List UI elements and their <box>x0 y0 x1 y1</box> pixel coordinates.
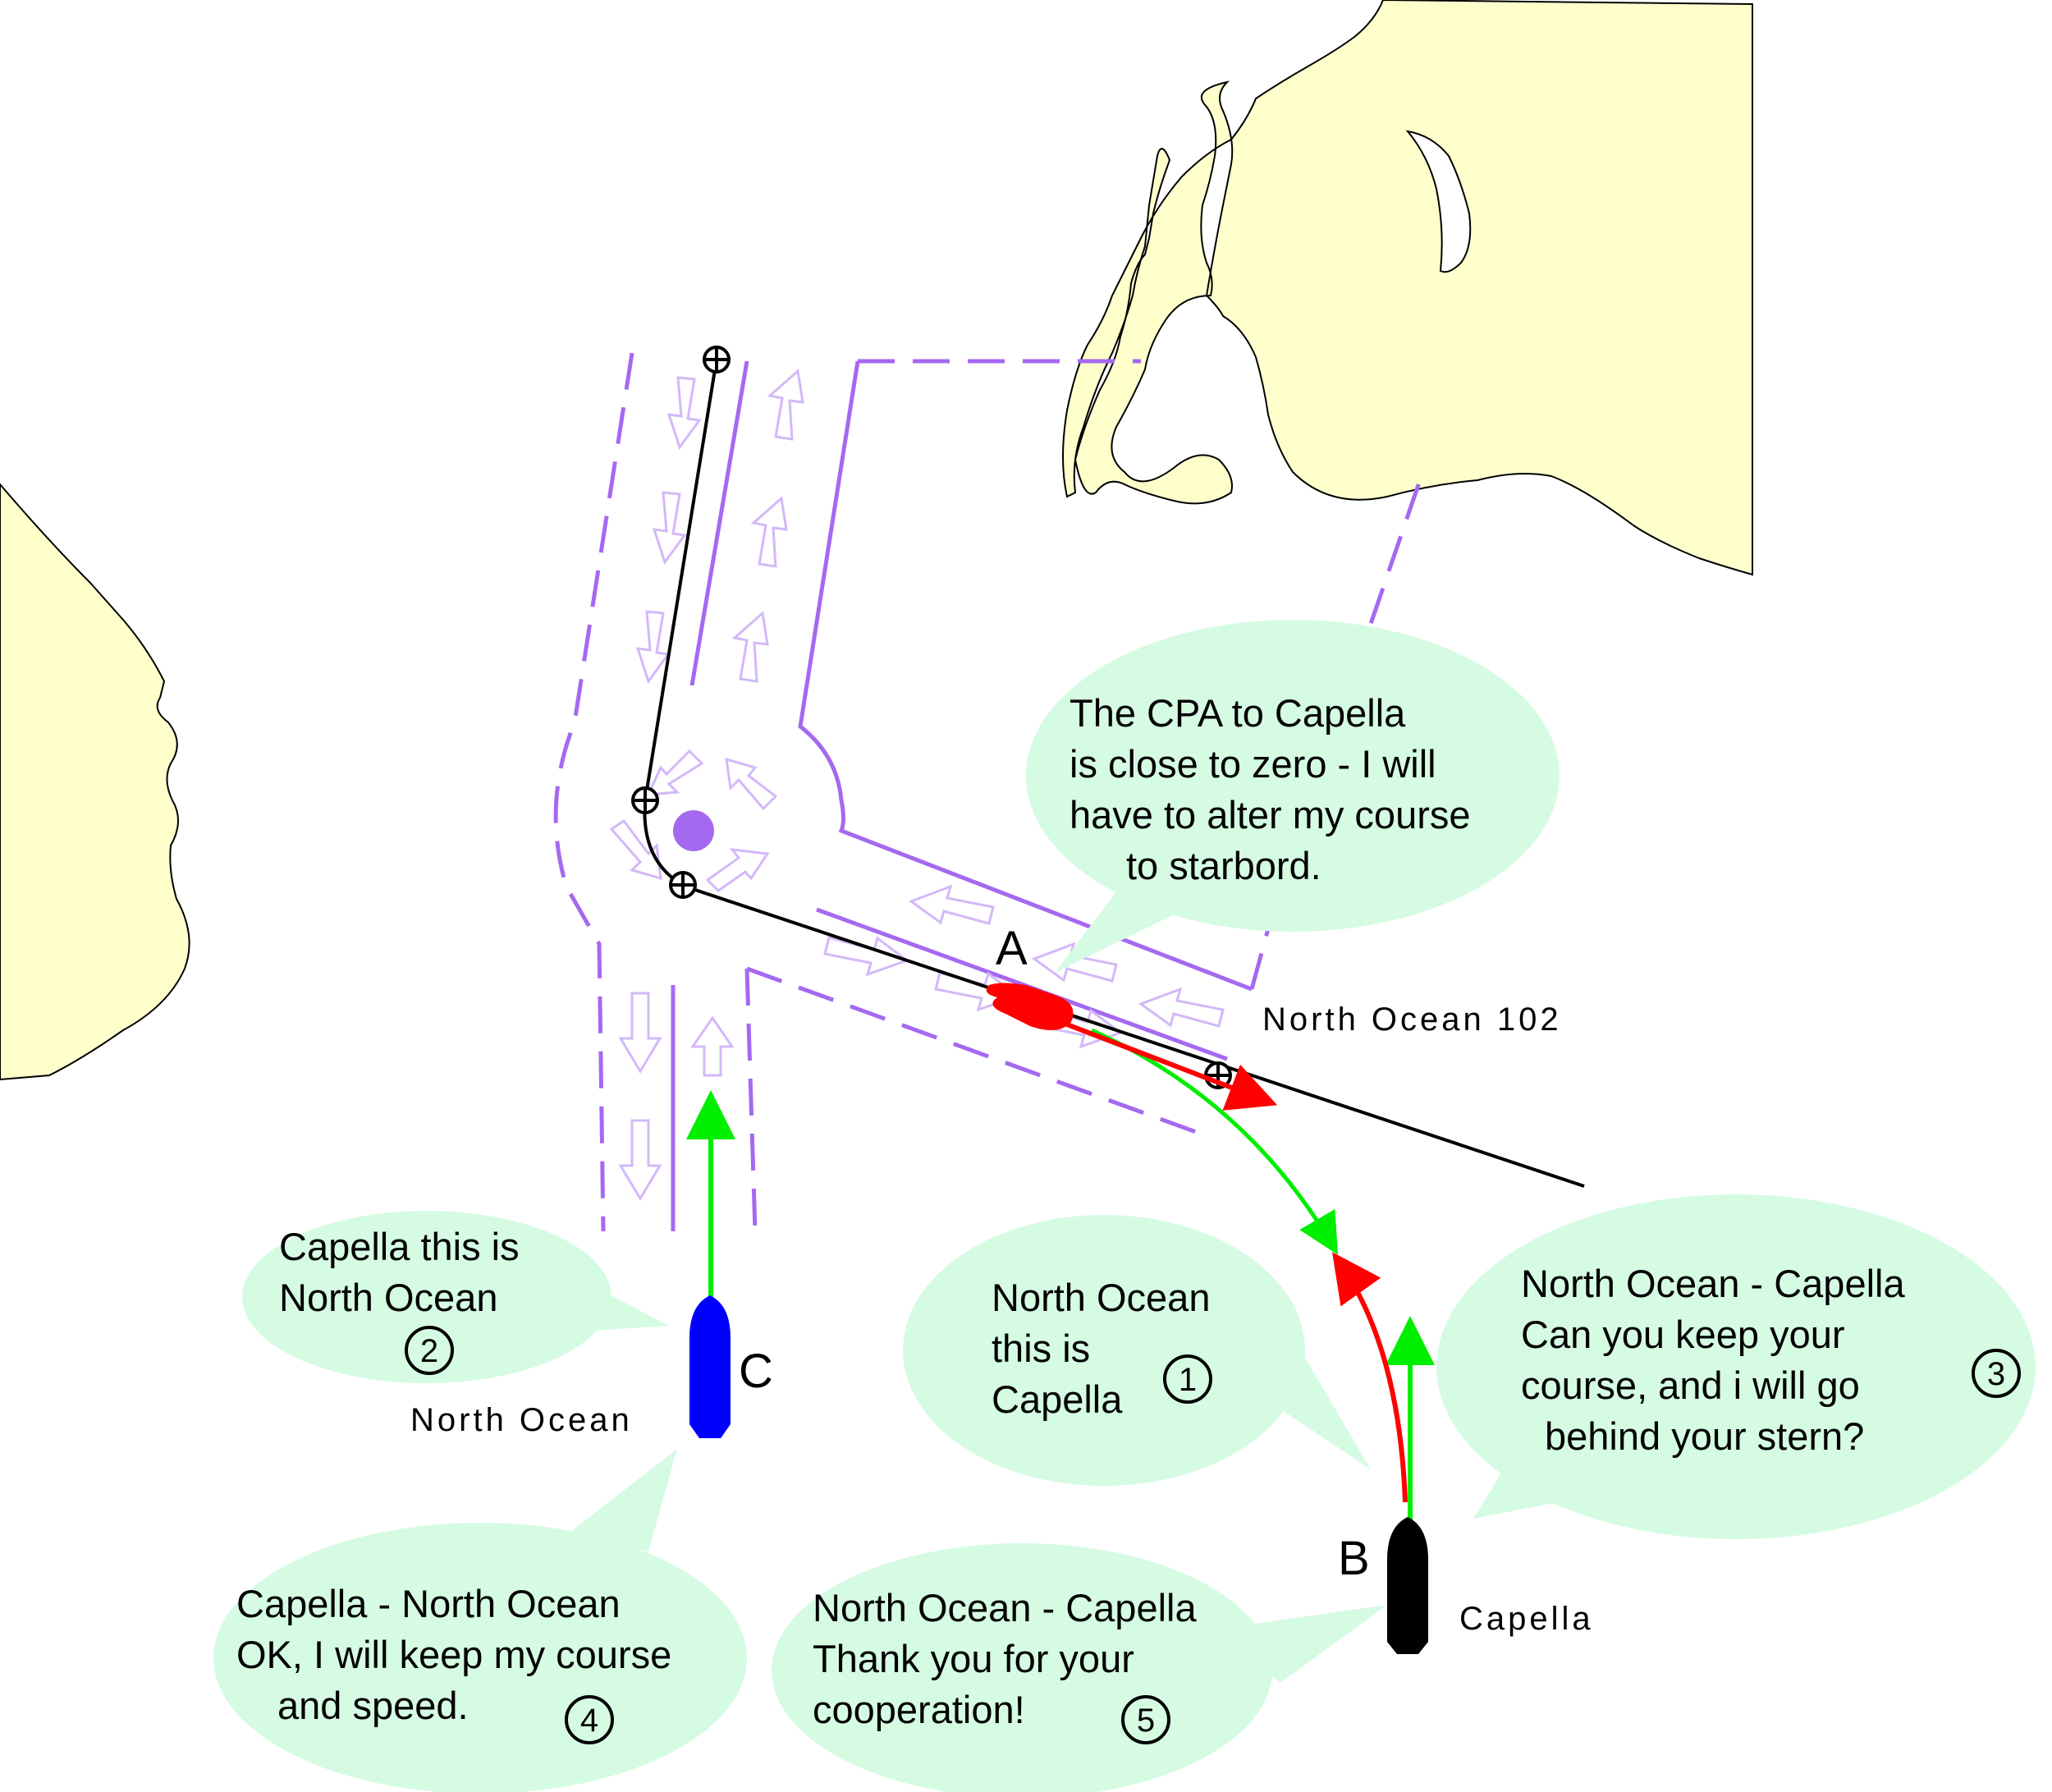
roundabout-buoy <box>673 810 714 851</box>
bubble-cpa-line: is close to zero - I will <box>1070 742 1436 786</box>
bubble-msg5-line: Thank you for your <box>813 1637 1134 1680</box>
bubble-msg4: Capella - North Ocean OK, I will keep my… <box>213 1449 747 1792</box>
ship-b-icon <box>1387 1517 1428 1654</box>
message-number-3: 3 <box>1972 1349 2021 1398</box>
bubble-msg3-line: course, and i will go <box>1521 1363 1860 1407</box>
svg-text:5: 5 <box>1137 1703 1155 1739</box>
bubble-msg2-line: North Ocean <box>279 1276 497 1319</box>
message-number-1: 1 <box>1163 1354 1212 1404</box>
ship-a-letter: A <box>996 922 1028 975</box>
message-number-2: 2 <box>405 1326 454 1375</box>
bubble-cpa-line: The CPA to Capella <box>1070 691 1406 735</box>
bubble-cpa-line: have to alter my course <box>1070 793 1471 836</box>
lane-arrow-west <box>1138 987 1225 1028</box>
bubble-msg1: North Ocean this is Capella 1 <box>903 1215 1371 1486</box>
bubble-cpa: The CPA to Capella is close to zero - I … <box>1026 620 1560 973</box>
ship-c-letter: C <box>739 1345 773 1398</box>
bubble-msg5-line: North Ocean - Capella <box>813 1586 1197 1629</box>
bubble-msg2-line: Capella this is <box>279 1225 520 1268</box>
message-number-5: 5 <box>1121 1695 1170 1744</box>
bubble-msg5: North Ocean - Capella Thank you for your… <box>772 1543 1387 1792</box>
svg-text:2: 2 <box>420 1333 438 1369</box>
lane-arrow-north <box>731 611 769 683</box>
lane-arrow-south <box>666 376 702 451</box>
lane-arrow-north <box>767 369 804 441</box>
bubble-msg3-line: North Ocean - Capella <box>1521 1262 1905 1305</box>
ship-b-letter: B <box>1338 1532 1370 1585</box>
bubble-msg3-line: behind your stern? <box>1545 1414 1864 1458</box>
lane-arrow-south <box>635 610 671 685</box>
roundabout-arrow <box>725 757 778 811</box>
roundabout-arrow <box>646 749 704 796</box>
lane-arrow-north <box>750 496 788 568</box>
message-number-4: 4 <box>565 1695 614 1744</box>
roundabout-arrow <box>705 848 770 892</box>
lane-arrow-east <box>823 936 910 977</box>
roundabout-arrow <box>609 818 662 881</box>
waypoint-icon <box>703 346 731 374</box>
lane-arrow-south <box>652 491 687 566</box>
ship-b-name: Capella <box>1459 1601 1594 1637</box>
separation-boundary-east <box>798 360 1253 992</box>
ship-c-name: North Ocean <box>410 1402 633 1438</box>
bubble-msg1-line: this is <box>992 1327 1090 1370</box>
bubble-msg4-line: and speed. <box>277 1684 469 1727</box>
svg-text:3: 3 <box>1987 1356 2005 1392</box>
separation-zone <box>671 359 1253 1231</box>
limit-east <box>1249 479 1422 990</box>
limit-south-lane <box>746 966 1199 1135</box>
bubble-msg4-line: OK, I will keep my course <box>236 1633 671 1676</box>
lane-arrow-north <box>690 1015 735 1077</box>
land-northeast-inlet <box>1405 130 1472 273</box>
lane-outer-limits <box>553 352 1422 1232</box>
land-west <box>0 483 190 1081</box>
ship-b-planned-turn <box>1332 1252 1408 1503</box>
bubble-msg3: North Ocean - Capella Can you keep your … <box>1436 1194 2036 1539</box>
ship-a-vector <box>1065 1022 1278 1111</box>
lane-arrow-west <box>908 884 995 925</box>
svg-text:1: 1 <box>1179 1362 1197 1398</box>
bubble-msg1-line: Capella <box>992 1377 1123 1421</box>
waypoint-icon <box>631 786 659 814</box>
bubble-msg5-line: cooperation! <box>813 1688 1025 1731</box>
waypoint-icon <box>669 871 697 899</box>
separation-line-north <box>689 360 749 686</box>
bubble-cpa-line: to starbord. <box>1126 844 1321 887</box>
limit-west <box>553 352 634 1232</box>
bubble-msg2: Capella this is North Ocean 2 <box>242 1211 669 1383</box>
svg-text:4: 4 <box>580 1703 598 1739</box>
ship-a-name: North Ocean 102 <box>1262 1001 1562 1038</box>
limit-south-east <box>744 968 758 1232</box>
ship-c-icon <box>689 1295 731 1438</box>
land-northeast <box>1062 0 1753 576</box>
bubble-msg4-line: Capella - North Ocean <box>236 1582 621 1625</box>
separation-line-east <box>816 907 1228 1061</box>
ship-a-icon <box>986 983 1074 1030</box>
lane-arrow-south <box>618 1119 662 1201</box>
lane-arrow-south <box>618 992 662 1074</box>
bubble-msg3-line: Can you keep your <box>1521 1313 1845 1356</box>
bubble-msg1-line: North Ocean <box>992 1276 1210 1319</box>
